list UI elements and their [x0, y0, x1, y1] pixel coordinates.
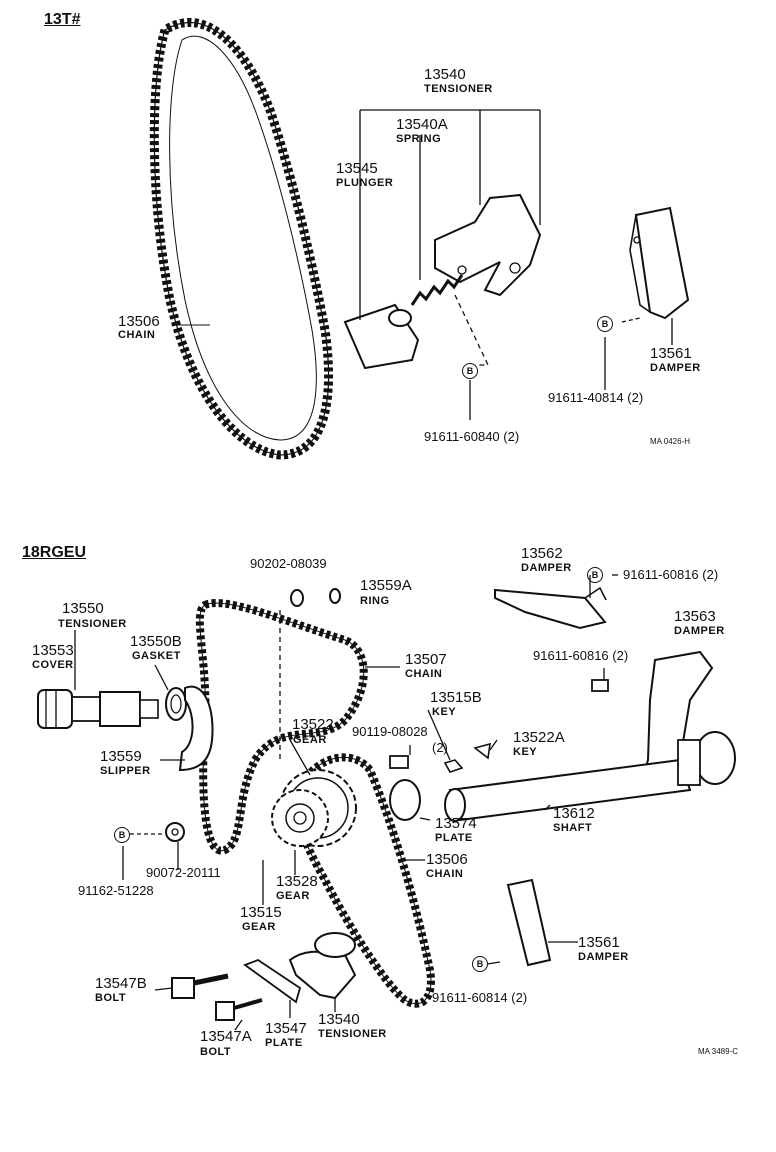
label-13545-num: 13545	[336, 160, 378, 177]
key-13522a	[473, 742, 491, 760]
label-13547a-name: BOLT	[200, 1046, 232, 1058]
plate-13574	[389, 779, 421, 821]
label-13515b-num: 13515B	[430, 689, 482, 706]
label-91611-60816-right: 91611-60816 (2)	[533, 648, 629, 663]
label-13550-num: 13550	[62, 600, 104, 617]
slipper-13559	[178, 685, 214, 772]
label-13506-lower-name: CHAIN	[426, 868, 464, 880]
label-13506-name: CHAIN	[118, 329, 156, 341]
label-13528-num: 13528	[276, 873, 318, 890]
label-13562-num: 13562	[521, 545, 563, 562]
label-13553-num: 13553	[32, 642, 74, 659]
label-13506-lower-num: 13506	[426, 851, 468, 868]
label-90202-08039: 90202-08039	[250, 556, 327, 571]
label-91611-60840: 91611-60840 (2)	[424, 429, 520, 444]
gear-13528	[271, 789, 329, 847]
tensioner-13550	[37, 689, 159, 729]
label-91162-51228: 91162-51228	[78, 883, 154, 898]
label-13528-name: GEAR	[276, 890, 310, 902]
section-title-bottom: 18RGEU	[22, 544, 87, 561]
label-13563-name: DAMPER	[674, 625, 725, 637]
section-title-top: 13T#	[44, 11, 81, 28]
shaft-13612	[444, 731, 736, 822]
top-spring	[410, 274, 464, 306]
label-13507-name: CHAIN	[405, 668, 443, 680]
label-13540-lower-name: TENSIONER	[318, 1028, 387, 1040]
label-13563-num: 13563	[674, 608, 716, 625]
bolt-symbol-icon: B	[462, 363, 478, 379]
label-13574-name: PLATE	[435, 832, 473, 844]
washer-90202	[290, 589, 304, 607]
bolt-13547a	[215, 998, 263, 1021]
label-13540a-num: 13540A	[396, 116, 448, 133]
label-13559-name: SLIPPER	[100, 765, 151, 777]
top-chain	[149, 18, 334, 460]
label-91611-60816-top: 91611-60816 (2)	[623, 567, 719, 582]
label-13547b-name: BOLT	[95, 992, 127, 1004]
top-tensioner	[434, 193, 542, 297]
top-damper	[629, 206, 690, 320]
label-13561-lower-num: 13561	[578, 934, 620, 951]
label-13522-name: GEAR	[293, 734, 327, 746]
label-13559a-name: RING	[360, 595, 390, 607]
label-13550-name: TENSIONER	[58, 618, 127, 630]
label-13553-name: COVER	[32, 659, 74, 671]
tensioner-13540-lower	[288, 932, 357, 1000]
label-91611-60814: 91611-60814 (2)	[432, 990, 528, 1005]
bolt-90119	[389, 755, 409, 769]
label-13547a-num: 13547A	[200, 1028, 252, 1045]
label-13561-lower-name: DAMPER	[578, 951, 629, 963]
ring-13559a	[329, 588, 341, 604]
damper-13562	[494, 586, 607, 630]
label-13545-name: PLUNGER	[336, 177, 394, 189]
label-13559-num: 13559	[100, 748, 142, 765]
bolt-symbol-icon: B	[597, 316, 613, 332]
bolt-91611-60816	[591, 679, 609, 692]
label-13506-num: 13506	[118, 313, 160, 330]
washer-90072	[165, 822, 185, 842]
plate-13547	[243, 958, 302, 1004]
label-13562-name: DAMPER	[521, 562, 572, 574]
top-plunger	[343, 303, 420, 370]
label-13540a-name: SPRING	[396, 133, 442, 145]
bolt-symbol-icon: B	[587, 567, 603, 583]
bolt-symbol-icon: B	[114, 827, 130, 843]
damper-13561-lower	[506, 878, 552, 967]
label-13612-num: 13612	[553, 805, 595, 822]
label-13507-num: 13507	[405, 651, 447, 668]
label-13561-num: 13561	[650, 345, 692, 362]
label-13547-num: 13547	[265, 1020, 307, 1037]
label-13561-name: DAMPER	[650, 362, 701, 374]
bolt-13547b	[171, 973, 229, 999]
label-13522a-name: KEY	[513, 746, 538, 758]
label-91611-40814: 91611-40814 (2)	[548, 390, 644, 405]
label-13559a-num: 13559A	[360, 577, 412, 594]
label-13574-num: 13574	[435, 815, 477, 832]
label-13515-name: GEAR	[242, 921, 276, 933]
label-13540-num: 13540	[424, 66, 466, 83]
label-13540-lower-num: 13540	[318, 1011, 360, 1028]
label-13550b-num: 13550B	[130, 633, 182, 650]
label-13522a-num: 13522A	[513, 729, 565, 746]
label-13550b-name: GASKET	[132, 650, 181, 662]
key-13515b	[443, 759, 464, 773]
drawing-mark-top: MA 0426-H	[650, 437, 691, 446]
label-13612-name: SHAFT	[553, 822, 593, 834]
label-90119-08028: 90119-08028	[352, 724, 428, 739]
label-90119-qty: (2)	[432, 740, 448, 755]
label-13547b-num: 13547B	[95, 975, 147, 992]
label-13547-name: PLATE	[265, 1037, 303, 1049]
gasket-13550b	[165, 687, 187, 721]
label-13522-num: 13522	[292, 716, 334, 733]
label-13515b-name: KEY	[432, 706, 457, 718]
label-13540-name: TENSIONER	[424, 83, 493, 95]
bolt-symbol-icon: B	[472, 956, 488, 972]
drawing-mark-bottom: MA 3489-C	[698, 1047, 739, 1056]
label-13515-num: 13515	[240, 904, 282, 921]
label-90072-20111: 90072-20111	[146, 865, 221, 880]
